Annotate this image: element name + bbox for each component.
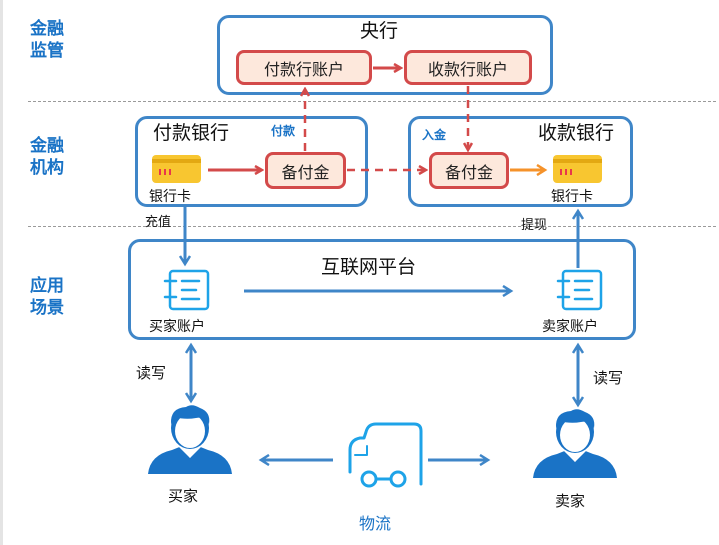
account-ledger-icon bbox=[556, 269, 603, 311]
layer-label-application: 应用 场景 bbox=[30, 275, 80, 319]
layer-label-line: 场景 bbox=[30, 298, 64, 318]
layer-label-line: 机构 bbox=[30, 158, 64, 178]
seller-account-label: 卖家账户 bbox=[542, 319, 598, 335]
logistics-label: 物流 bbox=[359, 514, 392, 533]
payer-reserve-box: 备付金 bbox=[265, 152, 346, 189]
left-border bbox=[0, 0, 3, 545]
payee-bank-title: 收款银行 bbox=[538, 122, 615, 144]
payee-bank-account-box: 收款行账户 bbox=[404, 50, 532, 85]
buyer-label: 买家 bbox=[168, 487, 199, 505]
payer-bank-box bbox=[135, 116, 368, 207]
payee-card-label: 银行卡 bbox=[551, 189, 593, 205]
layer-label-institution: 金融 机构 bbox=[30, 135, 80, 179]
account-ledger-icon bbox=[163, 269, 210, 311]
seller-person-icon bbox=[533, 409, 617, 478]
truck-icon bbox=[348, 422, 423, 488]
payer-card-label: 银行卡 bbox=[149, 189, 191, 205]
payer-bank-account-box: 付款行账户 bbox=[236, 50, 372, 85]
layer-label-regulation: 金融 监管 bbox=[30, 18, 80, 62]
payee-reserve-box: 备付金 bbox=[429, 152, 509, 189]
platform-box bbox=[128, 239, 636, 340]
recharge-label: 充值 bbox=[145, 215, 172, 230]
seller-label: 卖家 bbox=[555, 492, 586, 510]
bank-card-icon bbox=[152, 155, 201, 183]
layer-label-line: 金融 bbox=[30, 19, 64, 39]
layer-divider bbox=[28, 101, 716, 102]
buyer-account-label: 买家账户 bbox=[149, 319, 205, 335]
buyer-person-icon bbox=[148, 405, 232, 474]
seller-read-write-label: 读写 bbox=[593, 369, 624, 387]
payer-bank-title: 付款银行 bbox=[153, 122, 230, 144]
layer-label-line: 应用 bbox=[30, 276, 64, 296]
pay-flow-tag: 付款 bbox=[271, 124, 296, 138]
deposit-flow-tag: 入金 bbox=[422, 128, 447, 142]
layer-label-line: 金融 bbox=[30, 136, 64, 156]
bank-card-icon bbox=[553, 155, 602, 183]
central-bank-title: 央行 bbox=[360, 20, 399, 42]
buyer-read-write-label: 读写 bbox=[136, 364, 167, 382]
withdraw-label: 提现 bbox=[521, 218, 548, 233]
platform-title: 互联网平台 bbox=[321, 256, 417, 278]
payee-bank-box bbox=[408, 116, 633, 207]
central-bank-box bbox=[217, 15, 553, 95]
layer-divider bbox=[28, 226, 716, 227]
layer-label-line: 监管 bbox=[30, 41, 64, 61]
